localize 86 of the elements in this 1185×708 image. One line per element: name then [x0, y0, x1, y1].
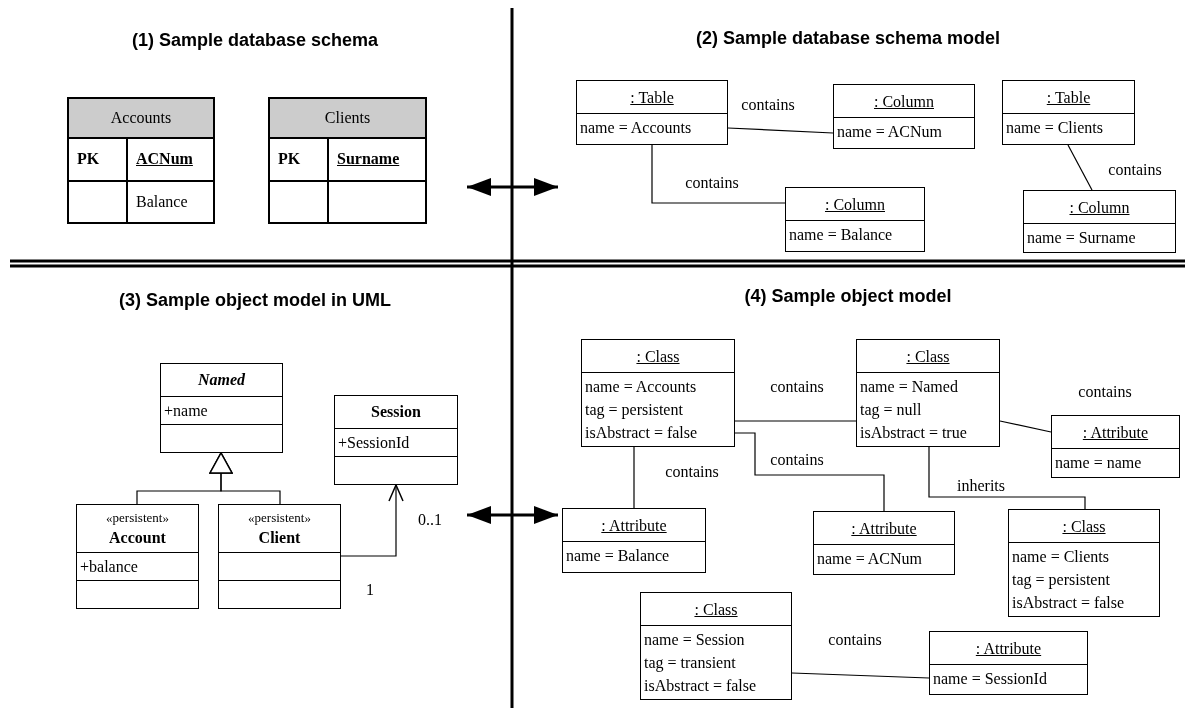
attribute-text: +SessionId: [337, 433, 411, 453]
connector-line: [734, 420, 857, 422]
attribute-text: tag = null: [859, 400, 923, 421]
class-name: Account: [109, 527, 166, 548]
attribute-text: name = Clients: [1011, 547, 1110, 567]
object-box: [576, 80, 728, 145]
attribute-text: tag = persistent: [584, 400, 684, 421]
panel-title: (1) Sample database schema: [131, 30, 379, 51]
object-name: : Column: [825, 194, 885, 215]
attribute-text: name = name: [1054, 453, 1143, 473]
attribute-text: name = Balance: [565, 546, 671, 566]
object-name: : Table: [1046, 87, 1091, 108]
database-table: [268, 97, 427, 224]
attribute-text: name = ACNum: [816, 549, 923, 569]
generalization-arrow: [209, 452, 281, 505]
attribute-text: +name: [163, 401, 209, 421]
object-box: [1051, 415, 1180, 478]
double-arrow: [467, 506, 558, 524]
connector-line: [727, 127, 834, 134]
connector-line: [633, 446, 635, 509]
attribute-text: tag = persistent: [1011, 570, 1111, 591]
object-name: : Column: [1069, 197, 1130, 218]
connector-line: [999, 420, 1052, 433]
object-name: : Class: [636, 346, 680, 367]
attribute-text: name = Accounts: [584, 377, 698, 397]
panel-title: (4) Sample object model: [744, 286, 952, 307]
object-name: : Attribute: [1082, 422, 1149, 443]
stereotype-text: «persistent»: [106, 508, 169, 527]
attribute-text: isAbstract = false: [643, 676, 758, 696]
connector-line: [1067, 144, 1093, 191]
table-header: Clients: [269, 98, 426, 138]
table-header: Accounts: [68, 98, 214, 138]
object-box: [833, 84, 975, 149]
class-name: Named: [197, 370, 246, 390]
connector-line: [928, 446, 1086, 510]
object-box: [813, 511, 955, 575]
attribute-text: +balance: [79, 557, 139, 577]
object-box: [785, 187, 925, 252]
object-name: : Class: [906, 346, 950, 367]
object-box: [581, 339, 735, 447]
object-name: : Class: [694, 599, 738, 620]
attribute-text: name = Clients: [1005, 118, 1104, 138]
attribute-text: name = SessionId: [932, 669, 1048, 689]
table-cell: PK: [269, 138, 328, 181]
attribute-text: name = ACNum: [836, 122, 943, 142]
object-name: : Column: [874, 91, 934, 112]
object-box: [929, 631, 1088, 695]
attribute-text: isAbstract = true: [859, 423, 968, 443]
stereotype-text: «persistent»: [248, 508, 311, 527]
class-box: [160, 363, 283, 453]
attribute-text: name = Session: [643, 630, 746, 650]
connector-line: [734, 432, 885, 512]
object-name: : Class: [1062, 516, 1106, 537]
database-table: [67, 97, 215, 224]
attribute-text: tag = transient: [643, 653, 737, 674]
object-box: [562, 508, 706, 573]
object-box: [1008, 509, 1160, 617]
connector-line: [651, 144, 786, 204]
object-box: [1023, 190, 1176, 253]
table-cell: PK: [68, 138, 127, 181]
class-name: Session: [371, 402, 421, 422]
attribute-text: name = Surname: [1026, 228, 1137, 248]
connector-line: [791, 672, 930, 679]
object-name: : Attribute: [851, 518, 917, 539]
class-name: Client: [258, 527, 301, 548]
arrow: [340, 484, 404, 557]
object-box: [856, 339, 1000, 447]
object-name: : Attribute: [601, 515, 667, 536]
attribute-text: name = Named: [859, 377, 959, 397]
object-name: : Table: [630, 87, 674, 108]
object-name: : Attribute: [975, 638, 1042, 659]
double-arrow: [467, 178, 558, 196]
panel-title: (2) Sample database schema model: [695, 28, 1001, 49]
object-box: [640, 592, 792, 700]
attribute-text: isAbstract = false: [584, 423, 699, 443]
table-cell: Balance: [127, 180, 214, 223]
class-box: [76, 504, 199, 609]
table-cell: Surname: [328, 138, 426, 181]
table-cell: ACNum: [127, 138, 214, 181]
attribute-text: isAbstract = false: [1011, 593, 1126, 613]
panel-title: (3) Sample object model in UML: [119, 290, 391, 311]
attribute-text: name = Accounts: [579, 118, 693, 138]
class-box: [218, 504, 341, 609]
class-box: [334, 395, 458, 485]
object-box: [1002, 80, 1135, 145]
attribute-text: name = Balance: [788, 225, 894, 245]
